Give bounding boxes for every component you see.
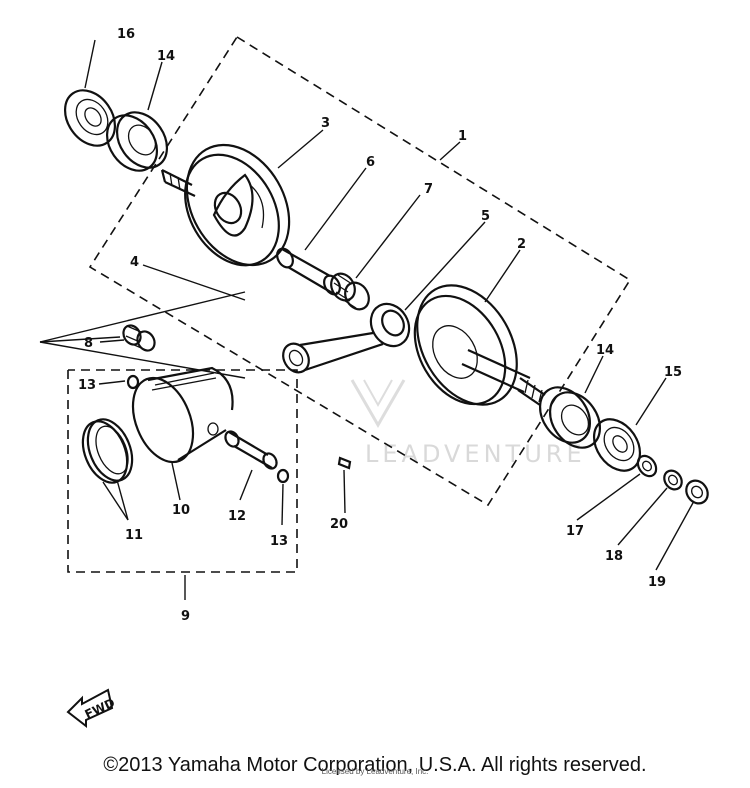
- watermark-text: LEADVENTURE: [365, 440, 586, 468]
- nut-19: [685, 479, 709, 505]
- label-1: 1: [458, 129, 467, 144]
- label-20: 20: [330, 517, 348, 532]
- label-12: 12: [228, 509, 246, 524]
- label-5: 5: [481, 209, 490, 224]
- copyright-notice: ©2013 Yamaha Motor Corporation, U.S.A. A…: [103, 754, 647, 776]
- label-9: 9: [181, 609, 190, 624]
- label-3: 3: [321, 116, 330, 131]
- label-7: 7: [424, 182, 433, 197]
- bearing-14-upper: [105, 111, 169, 172]
- label-8: 8: [84, 336, 93, 351]
- label-14b: 14: [596, 343, 614, 358]
- washer-17: [636, 454, 658, 478]
- leader-lines: [39, 39, 695, 600]
- bearing-14-lower: [538, 386, 602, 449]
- label-16: 16: [117, 27, 135, 42]
- piston-10: [131, 366, 234, 464]
- needle-bearing-7: [330, 272, 370, 311]
- piston-pin-clip-13b: [276, 468, 290, 484]
- label-13b: 13: [270, 534, 288, 549]
- label-10: 10: [172, 503, 190, 518]
- label-18: 18: [605, 549, 623, 564]
- label-14a: 14: [157, 49, 175, 64]
- licensed-notice: Licensed by Leadventure, Inc.: [321, 767, 429, 776]
- small-end-bearing-8: [122, 324, 156, 352]
- crank-pin-6: [276, 247, 341, 296]
- lock-washer-18: [663, 469, 683, 491]
- label-13a: 13: [78, 378, 96, 393]
- label-17: 17: [566, 524, 584, 539]
- label-2: 2: [517, 237, 526, 252]
- piston-pin-clip-13a: [126, 374, 140, 390]
- watermark: LEADVENTURE: [350, 379, 586, 468]
- crank-half-3: [160, 143, 291, 267]
- label-6: 6: [366, 155, 375, 170]
- crankshaft-assembly-outline: [88, 35, 632, 507]
- forward-arrow-icon: FWD: [66, 688, 117, 729]
- crank-half-2: [413, 284, 546, 406]
- label-11: 11: [125, 528, 143, 543]
- label-15: 15: [664, 365, 682, 380]
- woodruff-key-20: [337, 456, 352, 470]
- piston-pin-12: [224, 430, 278, 470]
- piston-rings-11: [81, 418, 134, 484]
- piston-kit-outline: [67, 369, 298, 573]
- label-4: 4: [130, 255, 139, 270]
- label-19: 19: [648, 575, 666, 590]
- oil-seal-15: [592, 418, 642, 472]
- connecting-rod-5: [282, 302, 411, 374]
